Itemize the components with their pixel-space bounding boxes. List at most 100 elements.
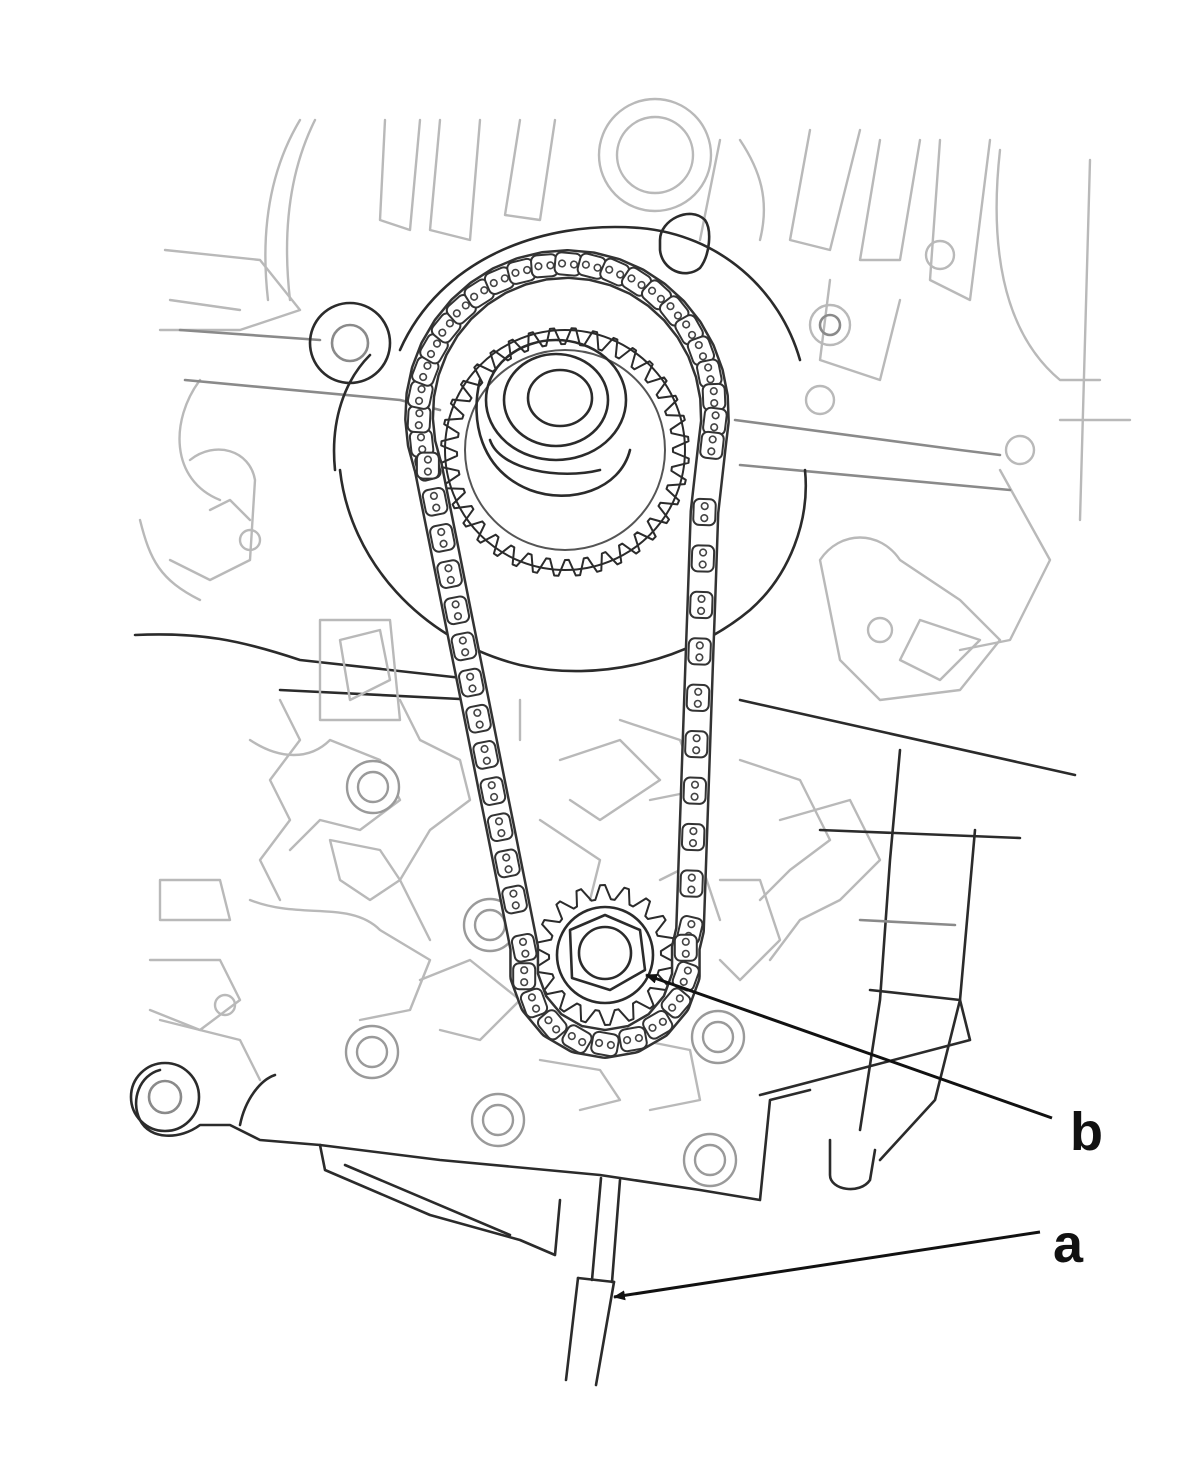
link-pin (511, 268, 520, 277)
link-pin (692, 746, 701, 755)
link-plate (512, 962, 537, 991)
chain-link (690, 544, 716, 573)
chain-link (512, 962, 537, 991)
link-plate (692, 497, 717, 527)
link-pin (439, 539, 448, 548)
link-pin (681, 949, 690, 958)
link-plate (618, 1025, 648, 1053)
link-plate (436, 559, 463, 589)
link-pin (437, 527, 446, 537)
link-pin (687, 885, 696, 894)
link-plate (458, 667, 485, 698)
link-pin (673, 311, 683, 320)
link-pin (452, 309, 461, 318)
link-pin (695, 653, 704, 662)
upper-gear-tooth-ring (440, 327, 690, 577)
link-pin (695, 641, 704, 650)
link-pin (520, 966, 529, 975)
link-plate (673, 933, 698, 962)
chain-link (458, 667, 485, 698)
link-pin (689, 827, 698, 836)
link-pin (423, 455, 432, 464)
bolt (682, 1132, 738, 1188)
link-pin (681, 937, 690, 946)
link-pin (627, 274, 636, 283)
chain-link (660, 987, 692, 1019)
link-plate (687, 637, 712, 666)
chain-link (494, 848, 521, 879)
link-pin (567, 1031, 576, 1041)
link-plate (685, 683, 711, 712)
chain-link (689, 590, 714, 620)
link-pin (520, 978, 529, 987)
link-pin (647, 286, 657, 295)
link-plate (561, 1024, 593, 1054)
chain-link (684, 730, 709, 759)
link-pin (698, 352, 708, 361)
chain-link (599, 257, 631, 287)
link-pin (581, 260, 590, 269)
link-pin (458, 636, 467, 645)
link-plate (699, 430, 725, 460)
link-pin (416, 433, 426, 442)
link-pin (709, 387, 718, 396)
chain-link (486, 812, 514, 843)
chain-link (415, 451, 440, 480)
chain-link (553, 251, 583, 277)
chain-link (685, 683, 711, 712)
chain-link (671, 960, 700, 992)
link-pin (696, 606, 706, 615)
link-pin (605, 265, 614, 274)
link-pin (687, 330, 697, 340)
link-pin (461, 648, 470, 657)
link-pin (557, 259, 567, 268)
chain-link (406, 380, 434, 410)
link-pin (482, 756, 491, 765)
chain-link (702, 406, 728, 436)
link-pin (616, 270, 625, 279)
link-pin (679, 977, 688, 986)
link-pin (414, 421, 423, 430)
link-pin (693, 699, 702, 708)
link-pin (690, 780, 700, 789)
callout-label-a: a (1053, 1214, 1084, 1274)
link-plate (519, 987, 549, 1019)
link-pin (470, 292, 479, 301)
link-pin (700, 502, 709, 511)
link-pin (414, 396, 424, 405)
link-pin (417, 385, 426, 394)
leader-lines (613, 973, 1053, 1301)
chain-link (673, 933, 698, 962)
link-pin (658, 1017, 667, 1026)
link-pin (426, 349, 436, 359)
link-pin (497, 828, 506, 838)
leader-line-a (613, 1230, 1041, 1301)
chain-link (536, 1009, 568, 1041)
link-pin (531, 1004, 541, 1013)
link-pin (468, 684, 477, 693)
link-pin (444, 564, 453, 573)
link-pin (708, 435, 717, 444)
link-pin (489, 792, 499, 802)
link-pin (489, 278, 498, 288)
link-pin (707, 447, 716, 456)
bolt (345, 759, 401, 815)
link-pin (656, 294, 666, 303)
link-pin (710, 398, 719, 408)
chain-link (519, 987, 549, 1019)
link-pin (552, 1025, 561, 1034)
link-pin (480, 744, 489, 754)
chain-link (450, 631, 478, 662)
link-plate (421, 486, 449, 517)
link-plate (682, 776, 708, 805)
link-pin (694, 687, 703, 696)
chain-link (472, 740, 499, 770)
link-pin (487, 781, 496, 790)
chain-link (674, 314, 704, 346)
link-pin (687, 873, 696, 882)
link-pin (419, 372, 428, 382)
chain-link (406, 404, 432, 434)
link-pin (694, 340, 703, 350)
chain-link (682, 776, 708, 805)
chain-link (465, 703, 492, 734)
